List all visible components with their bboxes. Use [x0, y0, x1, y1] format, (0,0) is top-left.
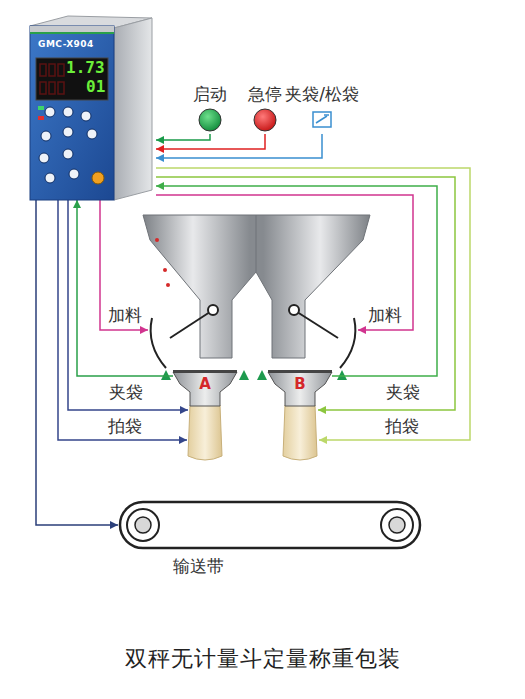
node-text: GMC-X904: [38, 39, 94, 49]
flap-pivot: [289, 305, 299, 315]
panel-button: [63, 149, 73, 159]
clamp-rim: [268, 370, 332, 373]
node-text: 输送带: [173, 556, 224, 576]
controller: GMC-X904: [28, 12, 156, 200]
sensor-triangle: [239, 370, 249, 380]
feed-wire: [100, 200, 148, 330]
panel-button: [69, 169, 79, 179]
flap-arm: [170, 310, 213, 338]
panel-button: [41, 131, 51, 141]
panel-button: [87, 129, 97, 139]
signal-connector: [36, 200, 118, 525]
device-strip: [30, 26, 114, 34]
pat-wire: [58, 200, 187, 440]
display-segment: [40, 64, 46, 76]
node-text: 急停: [243, 84, 287, 104]
edge-label: 夹袋: [385, 382, 421, 402]
signal-connector: [77, 200, 173, 376]
signal-label: 拍袋: [108, 416, 142, 436]
indicator: [38, 116, 44, 120]
gate-arc: [151, 318, 166, 368]
signal-label: 加料: [368, 305, 402, 325]
button-circle: [199, 109, 221, 131]
roller: [381, 509, 413, 541]
display: [36, 58, 108, 100]
signal-connector: [156, 186, 437, 376]
display-segment: [58, 64, 64, 76]
device-stripe: [30, 32, 114, 34]
toggle-switch: 夹袋/松袋: [272, 84, 372, 134]
clamp-wire: [68, 200, 188, 410]
indicator: [38, 106, 44, 110]
node-text: 夹袋/松袋: [272, 84, 372, 104]
switch-body: [313, 112, 331, 127]
switch-contact: [316, 116, 327, 123]
bag-clamp: B: [268, 368, 332, 406]
bag: [283, 405, 317, 460]
panel-button: [39, 153, 49, 163]
panel-button: [81, 111, 91, 121]
signal-label: 拍袋: [385, 416, 419, 436]
display-segment: [58, 82, 64, 94]
display-segment: [49, 82, 55, 94]
panel-button: [63, 127, 73, 137]
display-segment: [49, 64, 55, 76]
device-side: [114, 18, 152, 200]
sensor-triangle: [161, 370, 171, 380]
signal-label: 加料: [108, 305, 142, 325]
device-front: [30, 26, 114, 200]
bag: [188, 405, 222, 460]
switch-contact: [324, 114, 329, 116]
display-segment: [40, 82, 46, 94]
flap-pivot: [208, 305, 218, 315]
signal-connector: [156, 134, 265, 149]
hopper-dot: [166, 283, 170, 287]
sensor-triangle: [337, 370, 347, 380]
edge-label: 夹袋: [108, 382, 144, 402]
button-circle: [254, 109, 276, 131]
panel-button: [92, 172, 104, 184]
signal-connector: [156, 134, 210, 140]
node-text: 启动: [188, 84, 232, 104]
belt: [120, 502, 420, 548]
push-button: 急停: [243, 84, 287, 134]
panel-button: [63, 107, 73, 117]
display-reading: 01: [86, 78, 105, 96]
node-text: A: [173, 368, 237, 393]
pat-wire: [156, 168, 470, 440]
node-shape: [118, 500, 422, 582]
hopper-divider: [256, 215, 257, 272]
panel-button: [45, 173, 55, 183]
flap-arm: [294, 310, 338, 338]
clamp-rim: [173, 370, 237, 373]
panel-button: [45, 107, 55, 117]
gate-arc: [340, 318, 355, 368]
feed-wire: [156, 195, 413, 330]
clamp-wire: [156, 177, 455, 410]
hopper-dot: [163, 268, 167, 272]
hopper: [143, 215, 370, 358]
bag-clamp: A: [173, 368, 237, 406]
push-button: 启动: [188, 84, 232, 134]
roller: [127, 509, 159, 541]
node-text: B: [268, 368, 332, 393]
display-reading: 1.73: [66, 59, 105, 77]
caption: 双秤无计量斗定量称重包装: [0, 646, 525, 672]
roller-hub: [389, 517, 405, 533]
roller-hub: [135, 517, 151, 533]
conveyor: 输送带: [118, 500, 422, 582]
signal-connector: [156, 134, 322, 158]
sensor-triangle: [257, 370, 267, 380]
hopper-dot: [155, 238, 159, 242]
